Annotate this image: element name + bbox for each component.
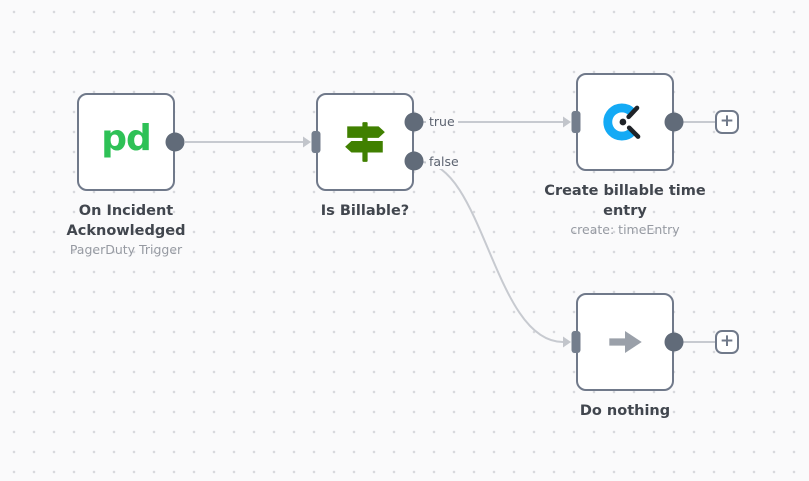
- node-do-nothing: Do nothing: [571, 293, 684, 419]
- input-endpoint[interactable]: [571, 331, 581, 353]
- arrow-right-icon: [609, 331, 642, 353]
- node-box-if[interactable]: [316, 93, 414, 191]
- wire-arrowhead: [563, 336, 571, 348]
- node-pagerduty-trigger: pd On Incident Acknowledged PagerDuty Tr…: [67, 93, 185, 257]
- output-endpoint[interactable]: [664, 112, 684, 132]
- node-subtitle: create: timeEntry: [570, 222, 680, 237]
- output-endpoint[interactable]: [165, 132, 185, 152]
- node-title-line: Is Billable?: [320, 203, 410, 219]
- wire-label-true: true: [426, 114, 458, 129]
- add-node-button[interactable]: +: [715, 330, 739, 354]
- node-label: Create billable time entry create: timeE…: [515, 181, 735, 239]
- node-title-line: On Incident: [78, 203, 174, 219]
- node-box-noop[interactable]: [576, 293, 674, 391]
- wire-false-to-noop: [421, 161, 564, 343]
- output-endpoint-false[interactable]: [404, 151, 424, 171]
- node-if-is-billable: Is Billable?: [311, 93, 424, 219]
- wire-arrowhead: [303, 136, 311, 148]
- node-title-line: entry: [603, 203, 647, 219]
- node-label: Is Billable?: [255, 201, 475, 221]
- input-endpoint[interactable]: [571, 111, 581, 133]
- node-title-line: Acknowledged: [66, 223, 186, 239]
- clockify-icon: [603, 103, 641, 141]
- node-subtitle: PagerDuty Trigger: [69, 242, 183, 257]
- output-endpoint[interactable]: [664, 332, 684, 352]
- wire-label-false: false: [426, 154, 462, 169]
- node-box-clockify[interactable]: [576, 73, 674, 171]
- input-endpoint[interactable]: [311, 131, 321, 153]
- node-label: On Incident Acknowledged PagerDuty Trigg…: [16, 201, 236, 259]
- node-title-line: Do nothing: [579, 403, 671, 419]
- signpost-icon: [345, 122, 385, 162]
- output-endpoint-true[interactable]: [404, 112, 424, 132]
- wire-arrowhead: [563, 116, 571, 128]
- plus-icon: +: [719, 331, 735, 351]
- node-title-line: Create billable time: [544, 183, 706, 199]
- plus-icon: +: [719, 111, 735, 131]
- pagerduty-logo-icon: pd: [101, 118, 152, 159]
- node-box-pagerduty-trigger[interactable]: pd: [77, 93, 175, 191]
- add-node-button[interactable]: +: [715, 110, 739, 134]
- node-label: Do nothing: [515, 401, 735, 421]
- node-clockify-create-time-entry: Create billable time entry create: timeE…: [544, 73, 706, 237]
